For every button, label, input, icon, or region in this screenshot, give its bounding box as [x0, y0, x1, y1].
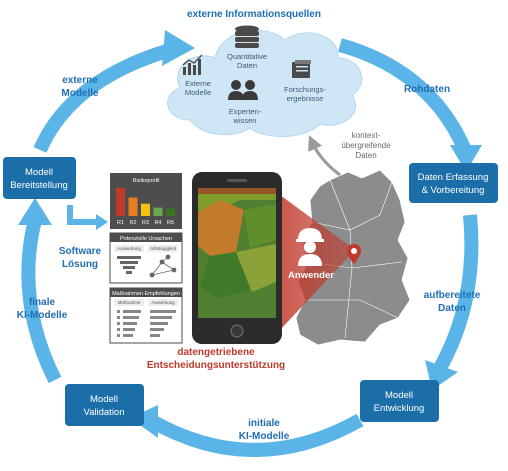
location-pin-icon	[347, 244, 361, 264]
field-3	[200, 252, 250, 298]
cycle-arrowheads	[18, 30, 482, 438]
box-entwicklung-l2: Entwicklung	[374, 403, 425, 414]
risk-bar-r5	[166, 208, 175, 216]
database-icon	[235, 25, 259, 48]
box-bereitstellung-l1: Modell	[25, 167, 53, 178]
panel-measures: Maßnahmen Empfehlungen Maßnahme Auswirku…	[109, 287, 183, 344]
network-icon	[149, 254, 177, 278]
box-validation-l2: Validation	[83, 407, 124, 418]
smartphone	[192, 172, 282, 344]
label-aufbereitete-l1: aufbereitete	[424, 290, 481, 301]
box-bereitstellung-l2: Bereitstellung	[10, 180, 68, 191]
field-risk-orange	[198, 200, 244, 256]
center-label-l2: Entscheidungsunterstützung	[147, 360, 285, 371]
cloud-item-forschungsergebnisse-l1: Forschungs-	[284, 85, 326, 94]
cloud-item-expertenwissen-l2: wissen	[233, 116, 257, 125]
box-bereitstellung: Modell Bereitstellung	[3, 157, 76, 199]
risk-bar-r1	[116, 188, 125, 216]
field-4	[236, 244, 276, 292]
cloud-item-quantitative-daten-l1: Quantitative	[227, 52, 267, 61]
risk-bars: R1 R2 R3 R4 R5	[116, 188, 175, 226]
panel-causes-title: Potenzielle Ursachen	[120, 236, 172, 242]
arrow-externe-modelle	[33, 43, 173, 153]
phone-speaker	[227, 179, 247, 182]
arrowhead-to-cloud	[162, 30, 195, 66]
cycle-ring	[21, 38, 479, 457]
box-entwicklung: Modell Entwicklung	[360, 380, 439, 422]
risk-bar-r2	[128, 197, 138, 216]
arrow-rohdaten	[338, 38, 472, 153]
box-validation-l1: Modell	[90, 394, 118, 405]
box-validation: Modell Validation	[65, 384, 144, 426]
arrowhead-to-bereitstellung	[18, 198, 52, 225]
chart-icon	[182, 54, 203, 75]
arrow-aufbereitete-daten	[433, 214, 479, 372]
label-software-l2: Lösung	[62, 259, 98, 270]
cloud-item-expertenwissen-l1: Experten-	[229, 107, 262, 116]
label-externe-modelle-l1: externe	[62, 75, 98, 86]
label-kontext-l2: übergreifende	[341, 141, 391, 150]
risk-bar-label-r1: R1	[117, 220, 124, 226]
arrow-software-loesung	[67, 205, 98, 225]
cloud-item-quantitative-daten-l2: Daten	[237, 61, 257, 70]
risk-bar-r4	[153, 207, 163, 216]
box-erfassung-l2: & Vorbereitung	[422, 185, 485, 196]
cloud-shape	[167, 29, 363, 137]
box-erfassung-l1: Daten Erfassung	[418, 172, 489, 183]
measures-bars-icon	[150, 310, 176, 337]
arrowhead-software	[96, 214, 108, 230]
panel-causes: Potenzielle Ursachen Auswertung Abhängig…	[109, 232, 183, 284]
risk-bar-r3	[141, 203, 150, 216]
user-icon	[296, 228, 324, 266]
panel-causes-right: Abhängigkeit	[150, 246, 177, 251]
panel-measures-title: Maßnahmen Empfehlungen	[112, 291, 180, 297]
cloud: Externe Modelle Quantitative Daten Forsc…	[167, 25, 363, 137]
arrow-finale-ki-modelle	[21, 218, 62, 384]
label-finale-l1: finale	[29, 297, 56, 308]
panel-measures-right: Auswirkung	[151, 300, 175, 305]
field-2	[244, 204, 276, 248]
phone-home-button	[230, 324, 244, 338]
center-label-l1: datengetriebene	[177, 347, 255, 358]
funnel-icon	[117, 256, 141, 274]
box-entwicklung-l1: Modell	[385, 390, 413, 401]
cloud-item-externe-modelle-l2: Modelle	[185, 88, 211, 97]
risk-bar-label-r2: R2	[129, 220, 136, 226]
panel-causes-left: Auswertung	[117, 246, 141, 251]
measures-list-icon	[117, 310, 141, 337]
label-externe-modelle-l2: Modelle	[61, 88, 99, 99]
label-kontext-l3: Daten	[355, 151, 376, 160]
label-initiale-l1: initiale	[248, 418, 280, 429]
arrow-kontext	[308, 135, 341, 177]
risk-bar-label-r5: R5	[167, 220, 174, 226]
label-kontext-l1: kontext-	[352, 131, 381, 140]
people-icon	[228, 80, 258, 100]
cloud-item-externe-modelle-l1: Externe	[185, 79, 211, 88]
risk-bar-label-r4: R4	[154, 220, 161, 226]
panel-risk: Risikoprofil R1 R2 R3 R4 R5	[110, 173, 182, 229]
anwender-label: Anwender	[288, 270, 334, 281]
risk-bar-label-r3: R3	[142, 220, 149, 226]
label-software-l1: Software	[59, 246, 102, 257]
box-erfassung: Daten Erfassung & Vorbereitung	[409, 163, 498, 203]
arrowhead-to-erfassung	[450, 145, 482, 172]
cloud-item-forschungsergebnisse-l2: ergebnisse	[287, 94, 324, 103]
label-initiale-l2: KI-Modelle	[239, 431, 290, 442]
label-aufbereitete-l2: Daten	[438, 303, 466, 314]
diagram-title: externe Informationsquellen	[187, 9, 321, 20]
label-rohdaten: Rohdaten	[404, 84, 450, 95]
arrow-initiale-ki-modelle	[146, 413, 364, 457]
label-finale-l2: KI-Modelle	[17, 310, 68, 321]
screen-header	[198, 188, 276, 194]
panel-risk-title: Risikoprofil	[133, 178, 160, 184]
panel-measures-left: Maßnahme	[118, 300, 141, 305]
folder-icon	[292, 60, 311, 78]
